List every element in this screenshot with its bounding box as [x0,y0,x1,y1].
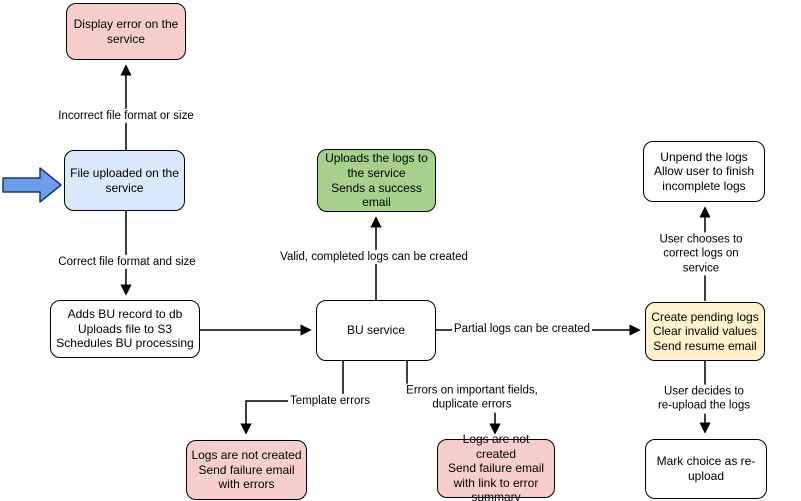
node-logs-not-created-error-summary: Logs are not created Send failure email … [437,432,555,501]
edge-label-incorrect-file-format: Incorrect file format or size [56,108,196,124]
node-file-uploaded: File uploaded on the service [64,150,185,211]
node-unpend-logs: Unpend the logs Allow user to finish inc… [643,141,765,202]
node-logs-not-created-with-errors: Logs are not created Send failure email … [186,440,307,500]
edge-label-user-chooses-correct: User chooses to correct logs on service [651,232,751,276]
edge-label-partial-logs: Partial logs can be created [451,321,593,337]
edge-label-template-errors: Template errors [288,393,372,409]
node-mark-choice-reupload: Mark choice as re- upload [645,439,767,499]
node-adds-bu-record: Adds BU record to db Uploads file to S3 … [50,300,200,358]
node-bu-service: BU service [316,300,436,361]
node-create-pending-logs: Create pending logs Clear invalid values… [645,302,765,361]
entry-pointer-arrow-icon [2,167,62,203]
node-uploads-logs-success: Uploads the logs to the service Sends a … [317,149,436,212]
edge-label-user-decides-reupload: User decides to re-upload the logs [655,384,753,414]
node-display-error: Display error on the service [66,3,186,60]
edge-label-errors-important-fields: Errors on important fields, duplicate er… [404,383,540,413]
edge-label-valid-completed-logs: Valid, completed logs can be created [278,249,470,265]
edge-label-correct-file-format: Correct file format and size [56,254,198,270]
